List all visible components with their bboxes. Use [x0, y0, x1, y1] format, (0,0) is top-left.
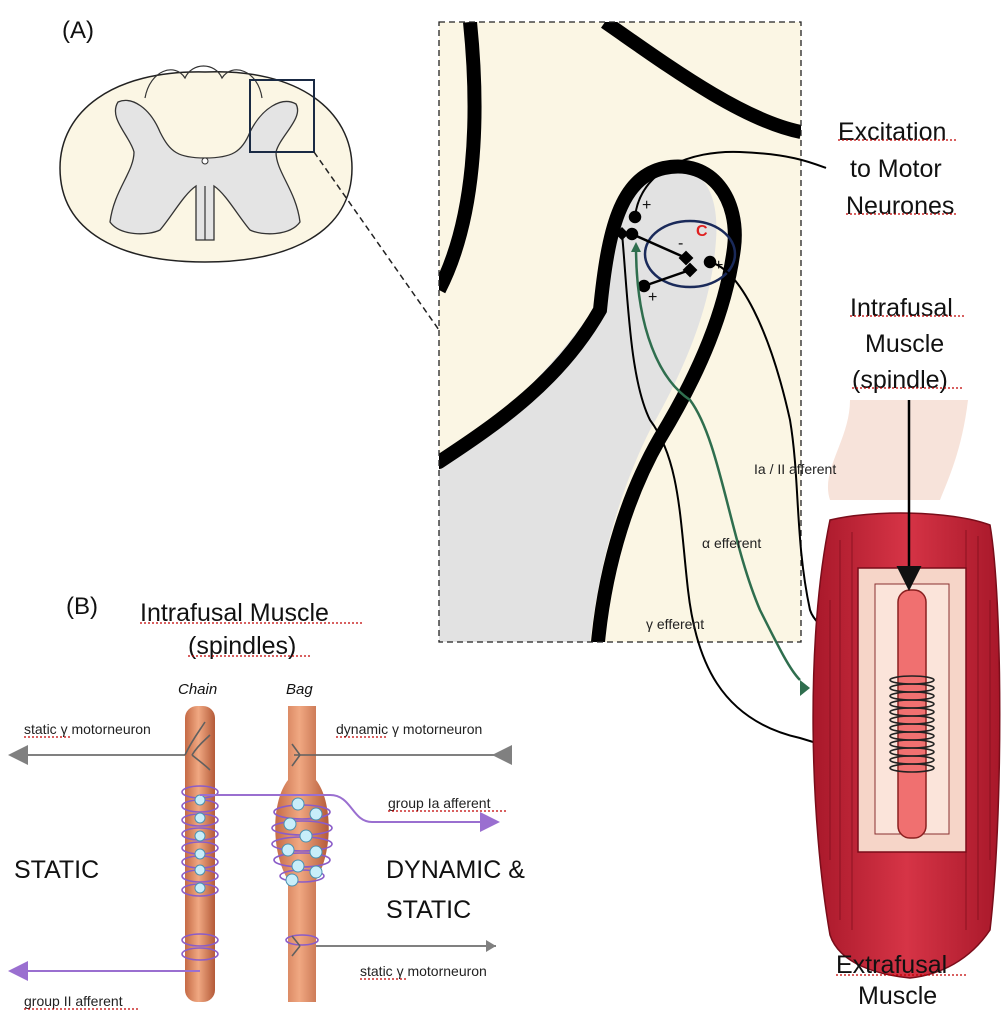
panel-a-label: (A) [62, 17, 94, 44]
plus-sign-1: + [642, 197, 651, 214]
ia-afferent-label: Ia / II afferent [754, 461, 836, 477]
group-ii-label: group II afferent [24, 993, 123, 1009]
intrafusal-line-3: (spindle) [852, 366, 948, 394]
dynamic-static-line-2: STATIC [386, 896, 471, 924]
minus-sign: - [678, 235, 683, 252]
extrafusal-muscle [813, 400, 1000, 978]
gamma-efferent-label: γ efferent [646, 616, 704, 632]
static-gamma-top-label: static γ motorneuron [24, 721, 151, 737]
panel-b-label: (B) [66, 593, 98, 620]
alpha-efferent-label: α efferent [702, 535, 761, 551]
static-gamma-bottom-label: static γ motorneuron [360, 963, 487, 979]
spinal-cord-section [60, 66, 439, 330]
static-label: STATIC [14, 856, 99, 884]
group-ia-label: group Ia afferent [388, 795, 491, 811]
excitation-line-1: Excitation [838, 118, 946, 146]
excitation-line-3: Neurones [846, 192, 954, 220]
dynamic-static-line-1: DYNAMIC & [386, 856, 525, 884]
intrafusal-line-2: Muscle [865, 330, 944, 358]
extrafusal-line-2: Muscle [858, 982, 937, 1010]
spindle [898, 590, 926, 838]
bag-label: Bag [286, 681, 313, 698]
intrafusal-line-1: Intrafusal [850, 294, 953, 322]
plus-sign-3: + [648, 289, 657, 306]
chain-label: Chain [178, 681, 217, 698]
interneuron-label: C [696, 223, 708, 240]
excitation-line-2: to Motor [850, 155, 942, 183]
dynamic-gamma-label: dynamic γ motorneuron [336, 721, 482, 737]
